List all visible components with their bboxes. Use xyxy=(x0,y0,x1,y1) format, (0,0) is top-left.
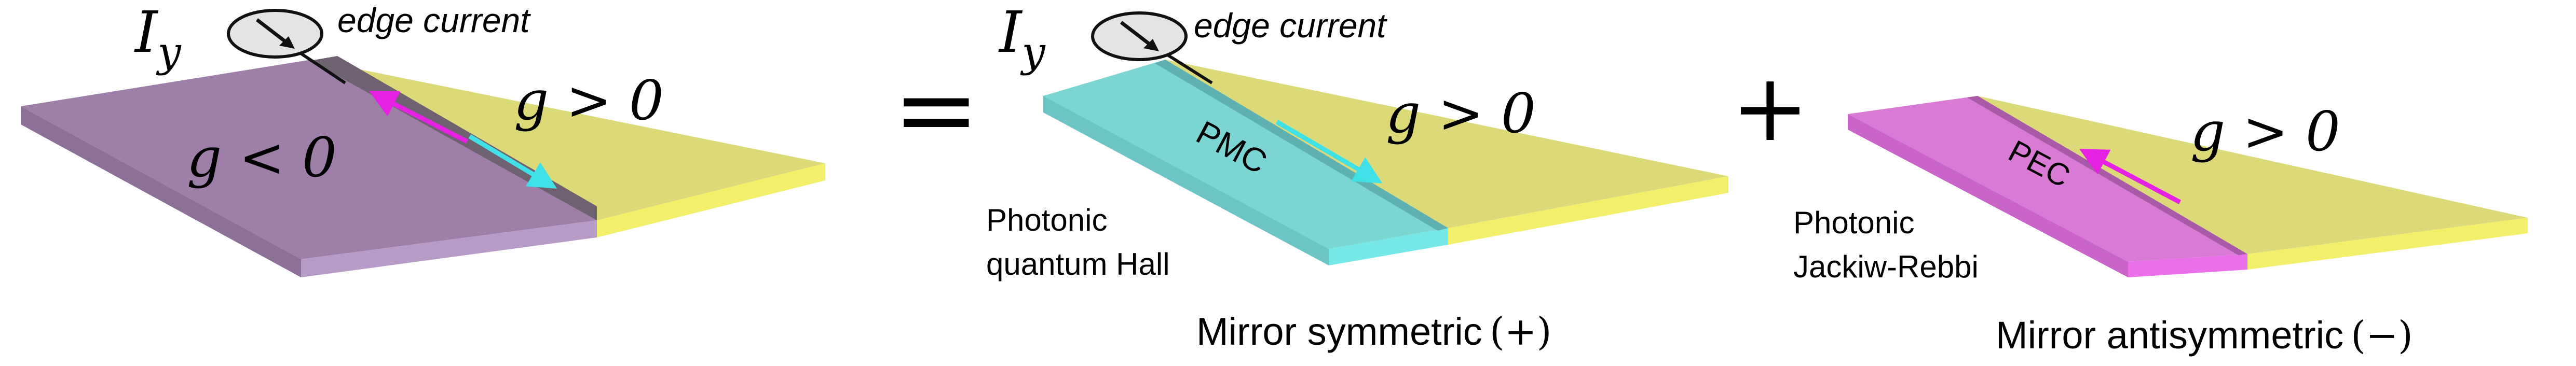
backward-current-arrow xyxy=(369,91,469,144)
pec-strip-front xyxy=(2128,254,2247,277)
pmc-strip-top xyxy=(1043,60,1448,249)
meter-lead xyxy=(1162,50,1213,85)
g-positive-label: g > 0 xyxy=(1386,82,1536,145)
yellow-slab-top xyxy=(1978,96,2528,254)
edge-current-label: edge current xyxy=(1194,6,1387,45)
model-name-line-2: Jackiw-Rebbi xyxy=(1793,249,1979,284)
panel-3-pec: PEC g > 0 Photonic Jackiw-Rebbi Mirror a… xyxy=(1793,96,2528,358)
meter-needle-head xyxy=(1143,39,1159,51)
plus-sign: + xyxy=(1731,54,1809,162)
pmc-inner-edge xyxy=(1155,60,1448,231)
forward-current-arrow xyxy=(468,134,557,189)
symmetry-caption: Mirror antisymmetric(−) xyxy=(1996,313,2413,358)
current-symbol: Iy xyxy=(998,0,1046,76)
current-symbol: Iy xyxy=(134,0,182,76)
purple-slab-left xyxy=(21,106,301,277)
pmc-strip-left xyxy=(1043,96,1329,265)
symmetry-caption: Mirror symmetric(+) xyxy=(1196,309,1552,354)
pec-strip-top xyxy=(1848,96,2247,262)
purple-slab-front xyxy=(301,220,597,277)
panel-1-interface: Iy edge current g < 0 g > 0 xyxy=(21,0,825,277)
panel-2-pmc: Iy edge current PMC g > 0 Photonic quant… xyxy=(986,0,1728,354)
yellow-slab-top xyxy=(1165,60,1728,228)
model-name-line-1: Photonic xyxy=(1793,205,1915,240)
g-negative-label: g < 0 xyxy=(187,126,337,189)
pmc-current-arrow xyxy=(1275,120,1383,184)
pec-inner-edge xyxy=(1967,96,2247,255)
yellow-slab-front xyxy=(597,163,825,237)
yellow-slab-front xyxy=(2247,218,2528,270)
pmc-strip-front xyxy=(1329,228,1448,265)
g-positive-label: g > 0 xyxy=(514,69,664,132)
meter-needle-head xyxy=(279,36,295,49)
equals-sign: = xyxy=(893,49,980,170)
yellow-slab-front xyxy=(1448,176,1728,245)
model-name-line-2: quantum Hall xyxy=(986,247,1170,281)
purple-slab-top xyxy=(21,60,597,259)
model-name-line-1: Photonic xyxy=(986,203,1108,237)
pec-current-arrow xyxy=(2079,149,2182,204)
yellow-slab-top xyxy=(311,60,825,220)
g-positive-label: g > 0 xyxy=(2190,100,2340,163)
meter-lead xyxy=(297,50,346,85)
edge-current-label: edge current xyxy=(337,1,531,39)
pec-strip-left xyxy=(1848,114,2128,277)
